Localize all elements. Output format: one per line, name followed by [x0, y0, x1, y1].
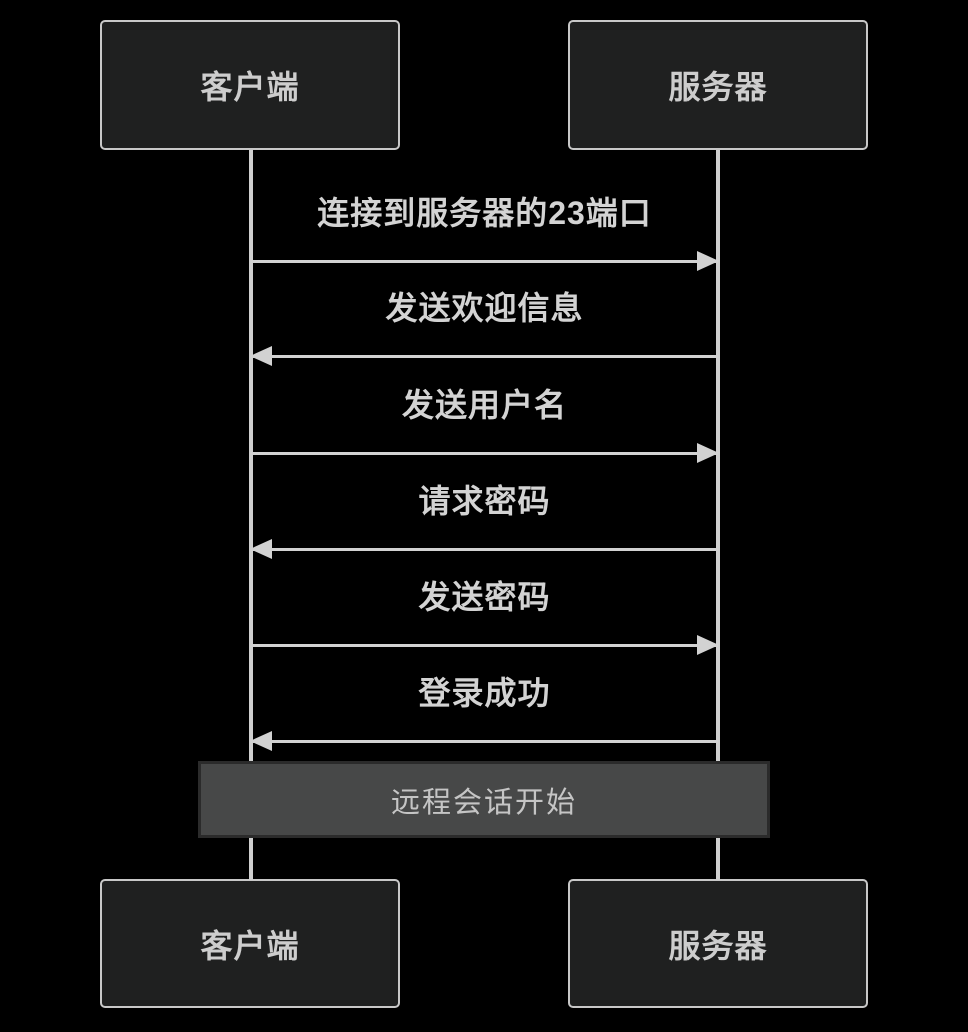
message-arrow [251, 251, 719, 271]
actor-box-server-bottom: 服务器 [568, 879, 868, 1008]
actor-box-client-bottom: 客户端 [100, 879, 400, 1008]
message-label: 登录成功 [418, 675, 551, 711]
arrowhead-left-icon [250, 346, 272, 366]
lifeline-client [249, 150, 253, 880]
arrowhead-right-icon [697, 251, 719, 271]
message-arrow [251, 635, 719, 655]
message-arrow [250, 731, 718, 751]
actor-box-client-top: 客户端 [100, 20, 400, 150]
message-label: 发送用户名 [401, 387, 567, 423]
note-label: 远程会话开始 [390, 786, 577, 819]
message-label: 发送密码 [418, 579, 551, 615]
message-label: 请求密码 [418, 483, 551, 519]
actor-label-server: 服务器 [668, 69, 768, 105]
lifeline-server [716, 150, 720, 880]
arrowhead-left-icon [250, 539, 272, 559]
actor-label-client: 客户端 [200, 69, 300, 105]
note-band: 远程会话开始 [198, 761, 770, 838]
message-label: 连接到服务器的23端口 [317, 195, 652, 231]
actor-label-server: 服务器 [668, 927, 768, 964]
message-label: 发送欢迎信息 [385, 290, 584, 326]
arrowhead-right-icon [697, 635, 719, 655]
message-arrow [250, 346, 718, 366]
actor-box-server-top: 服务器 [568, 20, 868, 150]
arrowhead-right-icon [697, 443, 719, 463]
message-arrow [251, 443, 719, 463]
actor-label-client: 客户端 [200, 927, 300, 964]
message-arrow [250, 539, 718, 559]
arrowhead-left-icon [250, 731, 272, 751]
